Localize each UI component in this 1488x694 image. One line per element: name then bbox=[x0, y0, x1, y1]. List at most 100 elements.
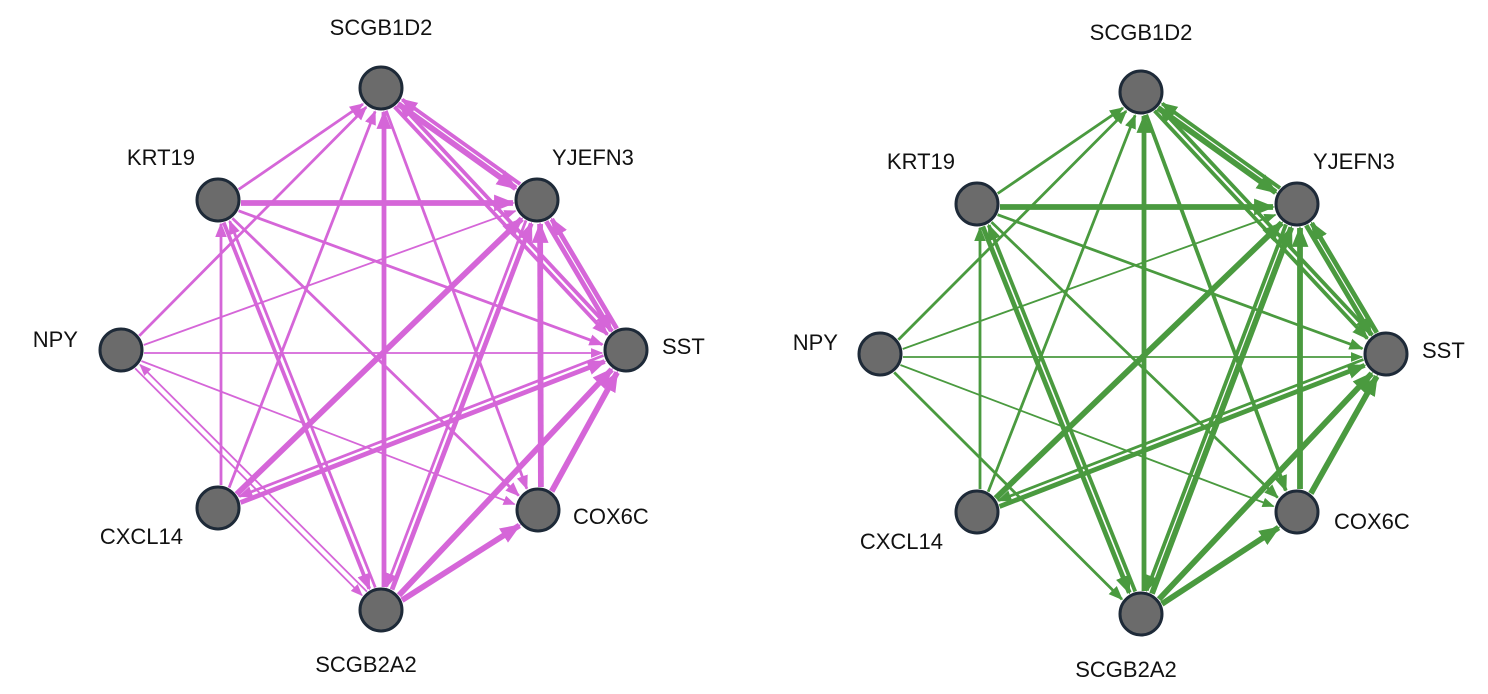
node-circle bbox=[1363, 331, 1409, 377]
edge-cxcl14-to-sst bbox=[239, 359, 607, 505]
edge-cxcl14-to-scgb1d2 bbox=[227, 110, 377, 489]
node-label: YJEFN3 bbox=[1313, 149, 1395, 174]
edge-cxcl14-to-scgb1d2 bbox=[986, 114, 1137, 493]
edge-cox6c-to-yjefn3 bbox=[531, 221, 549, 488]
edge-yjefn3-to-sst bbox=[1304, 224, 1374, 337]
edge-cox6c-to-sst bbox=[549, 370, 620, 493]
node-cxcl14: CXCL14 bbox=[100, 485, 241, 549]
node-scgb2a2: SCGB2A2 bbox=[315, 587, 417, 677]
edge-krt19-to-scgb2a2 bbox=[980, 225, 1132, 595]
node-yjefn3: YJEFN3 bbox=[514, 145, 634, 223]
edge-npy-to-yjefn3 bbox=[902, 214, 1277, 350]
edge-scgb1d2-to-sst bbox=[1153, 109, 1369, 340]
node-label: COX6C bbox=[1334, 509, 1410, 534]
node-circle bbox=[603, 327, 649, 373]
node-circle bbox=[195, 485, 241, 531]
edge-scgb1d2-to-sst bbox=[393, 105, 609, 336]
edge-yjefn3-to-scgb2a2 bbox=[385, 219, 528, 588]
node-circle bbox=[1274, 181, 1320, 227]
edge-npy-to-scgb1d2 bbox=[897, 110, 1128, 341]
edge-yjefn3-to-scgb1d2 bbox=[400, 98, 522, 186]
node-npy: NPY bbox=[793, 330, 903, 377]
node-circle bbox=[514, 177, 560, 223]
edge-sst-to-cxcl14 bbox=[996, 358, 1365, 502]
node-circle bbox=[1118, 69, 1164, 115]
node-label: NPY bbox=[33, 327, 79, 352]
node-circle bbox=[98, 327, 144, 373]
edge-scgb2a2-to-sst bbox=[1156, 371, 1374, 602]
edge-scgb1d2-to-cox6c bbox=[1144, 113, 1288, 493]
node-circle bbox=[515, 487, 561, 533]
node-label: SCGB2A2 bbox=[1075, 657, 1177, 682]
edge-cxcl14-to-yjefn3 bbox=[234, 216, 524, 497]
node-label: NPY bbox=[793, 330, 839, 355]
node-sst: SST bbox=[1363, 331, 1465, 377]
node-label: CXCL14 bbox=[860, 529, 943, 554]
edge-scgb2a2-to-cox6c bbox=[400, 522, 522, 603]
edge-cox6c-to-sst bbox=[1308, 374, 1380, 495]
node-npy: NPY bbox=[33, 327, 144, 373]
node-scgb1d2: SCGB1D2 bbox=[330, 15, 433, 111]
edge-scgb2a2-to-yjefn3 bbox=[389, 221, 534, 591]
node-circle bbox=[358, 587, 404, 633]
node-label: SST bbox=[1422, 338, 1465, 363]
node-circle bbox=[954, 489, 1000, 535]
edge-sst-to-yjefn3 bbox=[549, 217, 619, 330]
edge-sst-to-cxcl14 bbox=[237, 354, 605, 498]
node-krt19: KRT19 bbox=[127, 145, 241, 223]
node-yjefn3: YJEFN3 bbox=[1274, 149, 1395, 227]
edge-npy-to-scgb1d2 bbox=[138, 106, 368, 337]
node-scgb1d2: SCGB1D2 bbox=[1090, 20, 1193, 115]
node-circle bbox=[358, 65, 404, 111]
edge-scgb2a2-to-krt19 bbox=[228, 219, 377, 589]
node-cox6c: COX6C bbox=[1274, 489, 1410, 535]
node-label: KRT19 bbox=[887, 149, 955, 174]
edge-sst-to-scgb1d2 bbox=[398, 102, 614, 333]
node-label: SST bbox=[662, 334, 705, 359]
edge-krt19-to-cox6c bbox=[990, 221, 1279, 499]
node-label: YJEFN3 bbox=[552, 145, 634, 170]
edge-scgb2a2-to-cox6c bbox=[1160, 525, 1281, 607]
edge-scgb1d2-to-yjefn3 bbox=[1156, 105, 1278, 195]
edge-krt19-to-scgb1d2 bbox=[996, 106, 1125, 195]
edge-scgb2a2-to-sst bbox=[396, 367, 614, 598]
node-label: CXCL14 bbox=[100, 524, 183, 549]
edge-scgb1d2-to-yjefn3 bbox=[396, 101, 518, 191]
node-scgb2a2: SCGB2A2 bbox=[1075, 591, 1177, 682]
node-label: SCGB2A2 bbox=[315, 652, 417, 677]
edge-npy-to-cox6c bbox=[141, 360, 516, 506]
edge-yjefn3-to-scgb1d2 bbox=[1160, 102, 1282, 190]
edge-krt19-to-scgb1d2 bbox=[237, 102, 365, 191]
edge-yjefn3-to-sst bbox=[544, 220, 614, 333]
edge-layer bbox=[893, 102, 1380, 607]
edge-npy-to-cox6c bbox=[900, 364, 1275, 508]
node-krt19: KRT19 bbox=[887, 149, 1000, 227]
edge-krt19-to-scgb2a2 bbox=[221, 221, 372, 591]
node-label: SCGB1D2 bbox=[1090, 20, 1193, 45]
edge-scgb1d2-to-cox6c bbox=[384, 110, 529, 490]
edge-scgb2a2-to-krt19 bbox=[986, 223, 1137, 593]
edge-cxcl14-to-sst bbox=[998, 363, 1367, 509]
node-sst: SST bbox=[603, 327, 705, 373]
node-label: KRT19 bbox=[127, 145, 195, 170]
edge-layer bbox=[134, 98, 620, 603]
node-cxcl14: CXCL14 bbox=[860, 489, 1000, 554]
node-circle bbox=[1118, 591, 1164, 637]
node-label: SCGB1D2 bbox=[330, 15, 433, 40]
node-circle bbox=[954, 181, 1000, 227]
node-circle bbox=[1274, 489, 1320, 535]
edge-cxcl14-to-yjefn3 bbox=[993, 220, 1284, 501]
node-circle bbox=[857, 331, 903, 377]
edge-scgb2a2-to-yjefn3 bbox=[1149, 225, 1295, 595]
edge-npy-to-yjefn3 bbox=[143, 210, 517, 346]
edge-sst-to-yjefn3 bbox=[1309, 221, 1379, 334]
node-cox6c: COX6C bbox=[515, 487, 649, 533]
node-label: COX6C bbox=[573, 504, 649, 529]
node-circle bbox=[195, 177, 241, 223]
edge-yjefn3-to-scgb2a2 bbox=[1144, 223, 1288, 593]
